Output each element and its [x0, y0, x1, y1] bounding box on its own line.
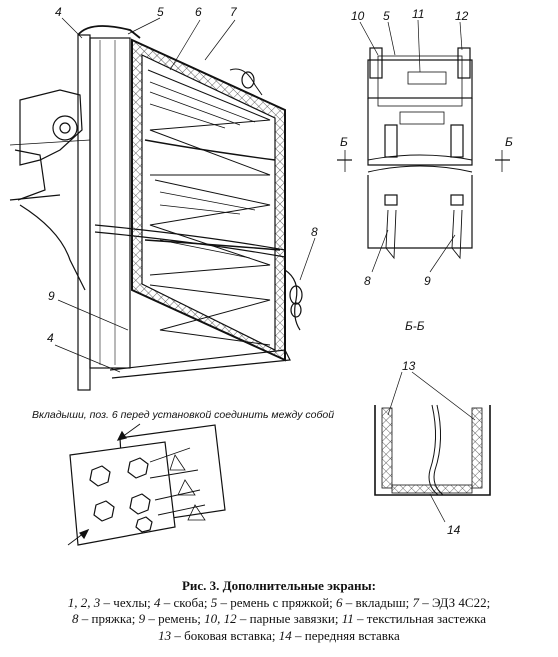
- caption-ref: 14: [278, 627, 292, 643]
- callout-9: 9: [48, 289, 55, 303]
- callout-8: 8: [311, 225, 318, 239]
- caption-ref: 8: [71, 611, 79, 626]
- side-view-callouts: 4 5 6 7 8 9 4: [47, 5, 318, 345]
- caption-ref: 7: [412, 594, 419, 610]
- callout-4-top: 4: [55, 5, 62, 19]
- caption-ref: 10, 12: [204, 611, 237, 626]
- section-mark-left: Б: [340, 135, 348, 149]
- caption-line: 1, 2, 3 – чехлы; 4 – скоба; 5 – ремень с…: [0, 595, 558, 612]
- callout-7: 7: [230, 5, 238, 19]
- technical-drawing: 4 5 6 7 8 9 4: [9, 5, 513, 546]
- callout-5-front: 5: [383, 9, 390, 23]
- caption-ref: 4: [154, 594, 161, 610]
- caption-text: – вкладыш;: [342, 594, 413, 610]
- side-view: [9, 17, 316, 391]
- caption-title: Рис. 3. Дополнительные экраны:: [181, 578, 377, 593]
- callout-8-front: 8: [364, 274, 371, 288]
- caption-line: 13 – боковая вставка; 14 – передняя вста…: [0, 628, 558, 645]
- caption-ref: 1, 2, 3: [67, 594, 101, 610]
- figure-caption: Рис. 3. Дополнительные экраны: 1, 2, 3 –…: [0, 578, 558, 644]
- callout-9-front: 9: [424, 274, 431, 288]
- section-mark-right: Б: [505, 135, 513, 149]
- callout-11: 11: [412, 7, 424, 21]
- caption-text: – передняя вставка: [291, 627, 400, 643]
- caption-text: – текстильная застежка: [353, 611, 487, 626]
- caption-line: 8 – пряжка; 9 – ремень; 10, 12 – парные …: [0, 611, 558, 628]
- front-view-callouts: 10 5 11 12 8 9 Б Б: [340, 7, 513, 288]
- caption-text: – боковая вставка;: [171, 627, 279, 643]
- caption-lines: 1, 2, 3 – чехлы; 4 – скоба; 5 – ремень с…: [0, 595, 558, 645]
- section-title: Б-Б: [405, 319, 425, 333]
- caption-ref: 9: [138, 611, 146, 626]
- caption-ref: 11: [341, 611, 354, 626]
- callout-10: 10: [351, 9, 365, 23]
- caption-text: – пряжка;: [78, 611, 139, 626]
- caption-text: – чехлы;: [100, 594, 155, 610]
- caption-ref: 13: [158, 627, 172, 643]
- callout-4-bottom: 4: [47, 331, 54, 345]
- front-view: [337, 19, 510, 273]
- caption-text: – ЭДЗ 4С22;: [418, 594, 491, 610]
- callout-6: 6: [195, 5, 202, 19]
- section-callouts: 13 14: [402, 359, 461, 537]
- callout-5: 5: [157, 5, 164, 19]
- caption-text: – ремень;: [145, 611, 205, 626]
- assembly-note: Вкладыши, поз. 6 перед установкой соедин…: [32, 409, 334, 421]
- callout-12: 12: [455, 9, 469, 23]
- caption-text: – скоба;: [160, 594, 211, 610]
- caption-ref: 5: [210, 594, 218, 610]
- caption-text: – ремень с пряжкой;: [217, 594, 337, 610]
- caption-ref: 6: [336, 594, 343, 610]
- callout-13: 13: [402, 359, 416, 373]
- callout-14: 14: [447, 523, 461, 537]
- insert-assembly: [67, 423, 226, 546]
- section-view: [374, 371, 491, 523]
- caption-text: – парные завязки;: [236, 611, 342, 626]
